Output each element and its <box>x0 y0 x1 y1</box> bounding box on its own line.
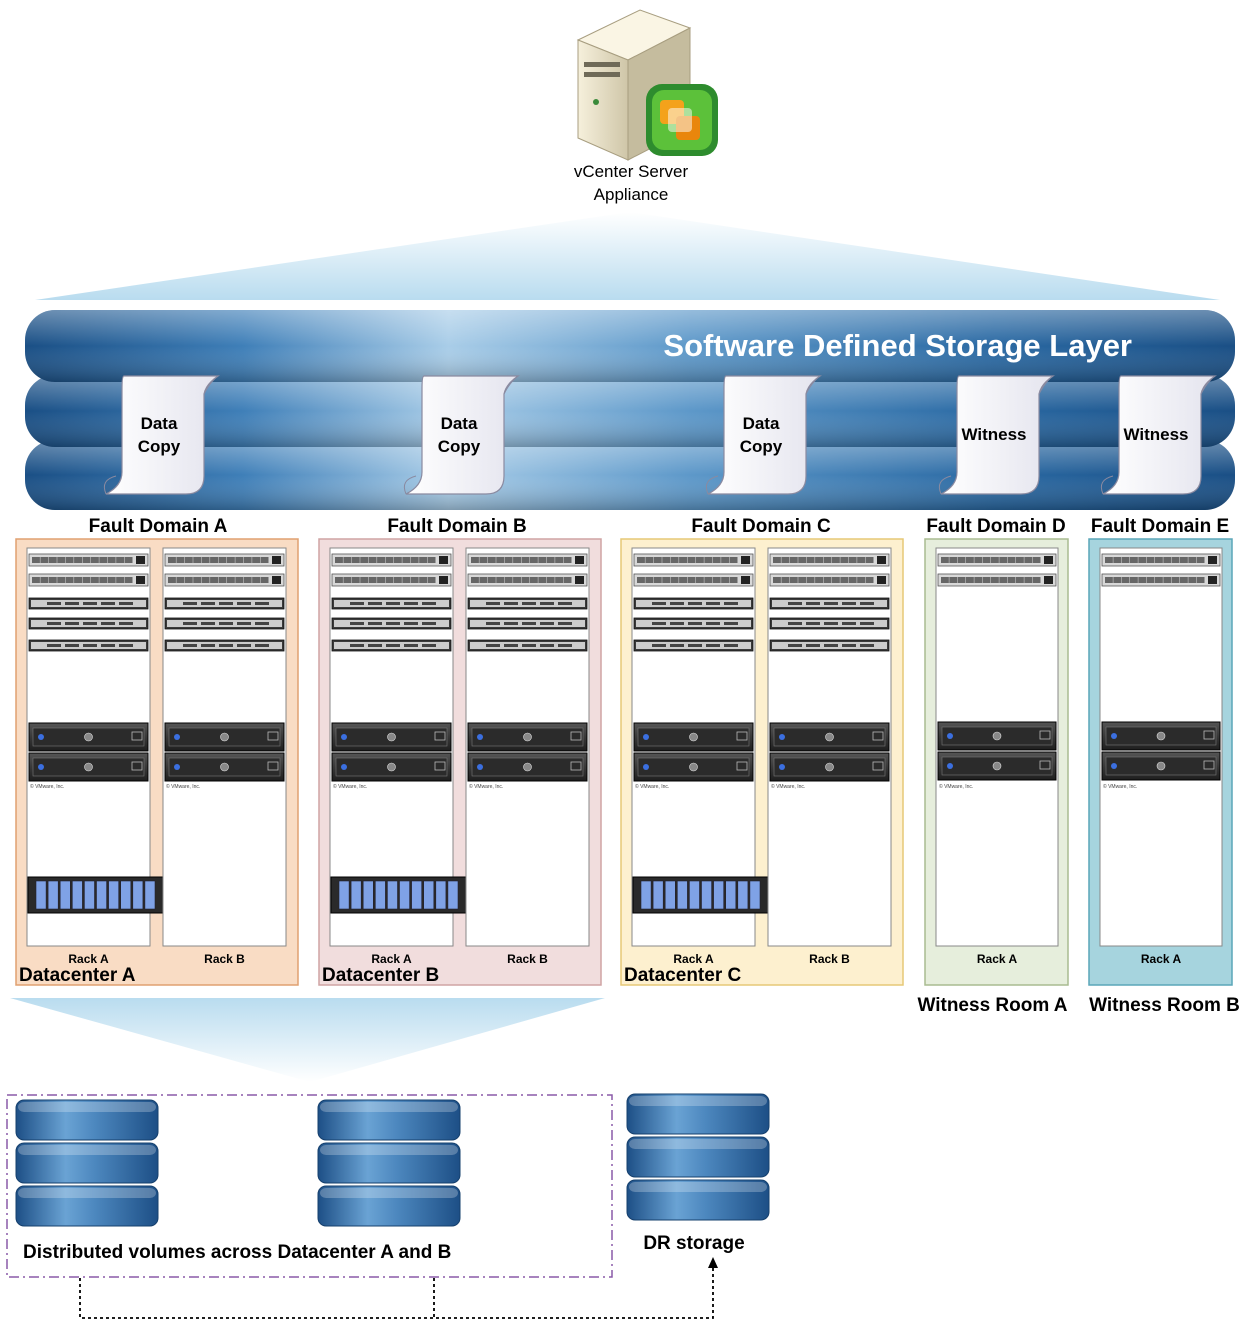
fault-domain-label: Fault Domain E <box>1091 516 1229 537</box>
server-unit <box>331 752 452 782</box>
rack-a: © VMware, Inc. Rack A <box>631 547 771 966</box>
rack-label: Rack B <box>204 952 245 966</box>
rack-b: © VMware, Inc. Rack B <box>767 547 892 966</box>
scroll-5: Witness <box>1100 375 1217 495</box>
rack-a: © VMware, Inc. Rack A <box>329 547 469 966</box>
scroll-label: Witness <box>961 425 1026 444</box>
fault-domain-label: Fault Domain B <box>387 516 526 537</box>
scroll-label: Copy <box>438 437 481 456</box>
scroll-label: Data <box>743 414 780 433</box>
server-unit <box>769 722 890 752</box>
scroll-label: Copy <box>740 437 783 456</box>
vmware-credit: © VMware, Inc. <box>30 783 64 790</box>
vcenter-beam <box>35 212 1220 300</box>
vcenter-server-icon <box>576 9 718 161</box>
server-unit <box>331 722 452 752</box>
replication-connector <box>79 1265 714 1319</box>
server-unit <box>164 752 285 782</box>
rack-label: Rack A <box>673 952 714 966</box>
scroll-4: Witness <box>938 375 1055 495</box>
rack-label: Rack A <box>371 952 412 966</box>
fault-domain-d: Fault Domain D © VMware, Inc. Rack A Witnes… <box>917 516 1069 1016</box>
vmware-credit: © VMware, Inc. <box>469 783 503 790</box>
vmware-credit: © VMware, Inc. <box>333 783 367 790</box>
distributed-volumes-box <box>6 1094 613 1278</box>
database-icon <box>317 1099 461 1227</box>
witness-room-label: Witness Room B <box>1089 995 1240 1016</box>
vmware-credit: © VMware, Inc. <box>166 783 200 790</box>
database-group <box>15 1093 770 1227</box>
server-unit <box>937 751 1057 781</box>
datacenter-label: Datacenter B <box>322 965 439 986</box>
storage-array-unit <box>27 876 166 914</box>
vmware-credit: © VMware, Inc. <box>1103 783 1137 790</box>
fault-domain-label: Fault Domain D <box>926 516 1065 537</box>
vmware-credit: © VMware, Inc. <box>771 783 805 790</box>
fault-domain-label: Fault Domain A <box>89 516 228 537</box>
server-unit <box>467 752 588 782</box>
server-unit <box>769 752 890 782</box>
scroll-label: Data <box>441 414 478 433</box>
rack-b: © VMware, Inc. Rack B <box>465 547 590 966</box>
server-unit <box>467 722 588 752</box>
server-unit <box>28 722 149 752</box>
scroll-label: Data <box>141 414 178 433</box>
rack-b: © VMware, Inc. Rack B <box>162 547 287 966</box>
fault-domain-label: Fault Domain C <box>691 516 831 537</box>
scroll-label: Copy <box>138 437 181 456</box>
storage-layer-stack <box>25 310 1235 510</box>
arrow-up-icon <box>708 1257 718 1268</box>
vcenter-label-line2: Appliance <box>594 185 669 204</box>
vmware-credit: © VMware, Inc. <box>635 783 669 790</box>
server-unit <box>28 752 149 782</box>
witness-room-label: Witness Room A <box>917 995 1067 1016</box>
fault-domain-b: Fault Domain B© VMware, Inc.Rack A© VMwa… <box>318 516 602 986</box>
rack-a: © VMware, Inc. Rack A <box>26 547 166 966</box>
rack-label: Rack B <box>809 952 850 966</box>
database-icon <box>626 1093 770 1221</box>
server-unit <box>633 722 754 752</box>
rack-a: © VMware, Inc. Rack A <box>935 547 1059 966</box>
database-icon <box>15 1099 159 1227</box>
rack-label: Rack A <box>68 952 109 966</box>
fault-domain-group: Fault Domain A© VMware, Inc.Rack A© VMwa… <box>15 516 1240 1016</box>
server-unit <box>1101 721 1221 751</box>
fault-domain-e: Fault Domain E © VMware, Inc. Rack A Witnes… <box>1088 516 1240 1016</box>
server-unit <box>633 752 754 782</box>
rack-a: © VMware, Inc. Rack A <box>1099 547 1223 966</box>
server-unit <box>937 721 1057 751</box>
datacenter-label: Datacenter C <box>624 965 741 986</box>
scroll-label: Witness <box>1123 425 1188 444</box>
fault-domain-a: Fault Domain A© VMware, Inc.Rack A© VMwa… <box>15 516 299 986</box>
fault-domain-c: Fault Domain C© VMware, Inc.Rack A© VMwa… <box>620 516 904 986</box>
vmware-credit: © VMware, Inc. <box>939 783 973 790</box>
datacenter-label: Datacenter A <box>19 965 136 986</box>
rack-label: Rack A <box>1141 952 1182 966</box>
storage-array-unit <box>632 876 771 914</box>
rack-label: Rack A <box>977 952 1018 966</box>
server-unit <box>1101 751 1221 781</box>
distributed-volumes-label: Distributed volumes across Datacenter A … <box>23 1242 451 1263</box>
vcenter-label-line1: vCenter Server <box>574 162 689 181</box>
server-unit <box>164 722 285 752</box>
rack-label: Rack B <box>507 952 548 966</box>
storage-beam <box>10 998 605 1082</box>
storage-layer-title: Software Defined Storage Layer <box>663 328 1132 363</box>
storage-array-unit <box>330 876 469 914</box>
dr-storage-label: DR storage <box>643 1233 744 1254</box>
